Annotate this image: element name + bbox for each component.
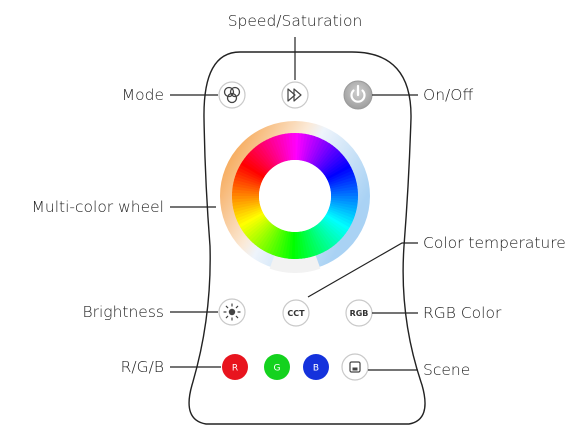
label-mode: Mode: [122, 86, 164, 104]
brightness-button[interactable]: [218, 298, 246, 326]
label-multi-color-wheel: Multi-color wheel: [32, 198, 164, 216]
power-icon: [350, 84, 366, 103]
blue-button[interactable]: B: [303, 354, 329, 380]
loop-icon: [223, 86, 241, 104]
green-button-label: G: [274, 364, 281, 374]
red-button[interactable]: R: [222, 354, 248, 380]
label-scene: Scene: [423, 361, 470, 379]
cct-button-label: CCT: [287, 309, 305, 318]
cct-button[interactable]: CCT: [282, 299, 310, 327]
power-button[interactable]: [343, 80, 373, 110]
label-rgb-keys: R/G/B: [121, 358, 164, 376]
rgb-color-button[interactable]: RGB: [345, 299, 373, 327]
fast-forward-icon: [287, 88, 302, 102]
label-brightness: Brightness: [82, 303, 164, 321]
label-color-temperature: Color temperature: [423, 234, 566, 252]
speed-saturation-button[interactable]: [281, 81, 309, 109]
green-button[interactable]: G: [264, 354, 290, 380]
label-onoff: On/Off: [423, 86, 473, 104]
multi-color-wheel[interactable]: [231, 132, 359, 260]
blue-button-label: B: [313, 364, 319, 374]
ring-gap: [269, 255, 321, 273]
mode-button[interactable]: [218, 81, 246, 109]
rgb-button-label: RGB: [350, 309, 369, 318]
sun-icon: [223, 303, 241, 321]
scene-button[interactable]: [341, 353, 369, 381]
wheel-center: [259, 160, 331, 232]
temperature-leader: [307, 242, 418, 298]
red-button-label: R: [232, 364, 238, 374]
label-speed-saturation: Speed/Saturation: [228, 12, 363, 30]
label-rgb-color: RGB Color: [423, 304, 502, 322]
save-icon: [349, 361, 361, 373]
